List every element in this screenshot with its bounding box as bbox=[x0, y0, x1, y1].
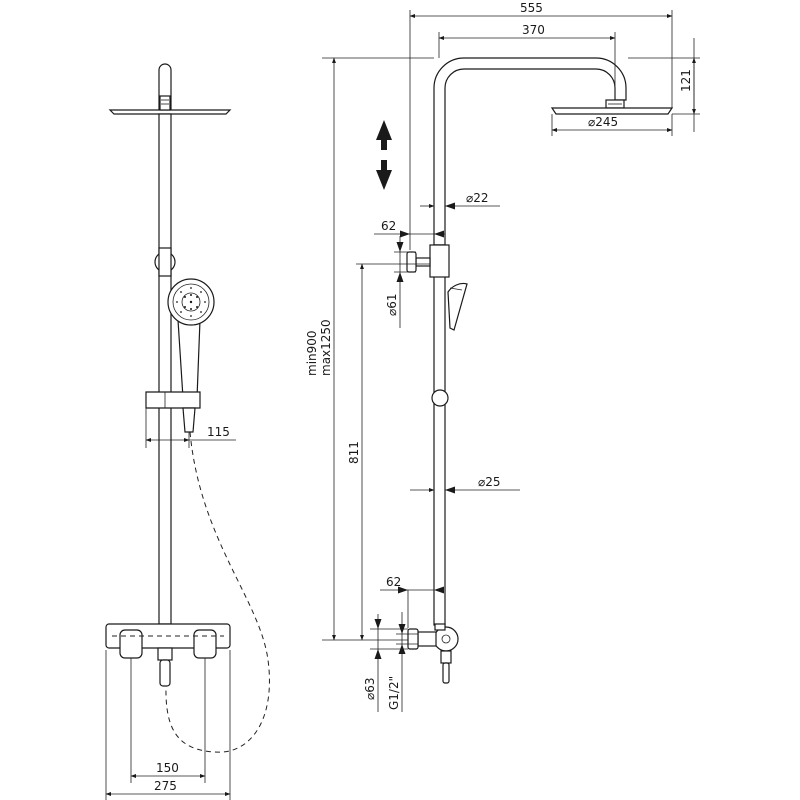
side-gooseneck-arm bbox=[433, 57, 627, 246]
dim-g12-label: G1/2" bbox=[387, 676, 401, 710]
dim-valve-total-width: 275 bbox=[105, 650, 231, 800]
dim-connection-thread: G1/2" bbox=[387, 612, 418, 712]
front-overhead-shower bbox=[108, 95, 232, 115]
side-hand-shower bbox=[447, 282, 468, 331]
dim-62-lower-label: 62 bbox=[386, 575, 401, 589]
dim-valve-center-spacing: 150 bbox=[130, 658, 206, 783]
dim-valve-knob-diameter: ⌀63 bbox=[363, 614, 408, 712]
front-thermostat-valve bbox=[105, 623, 231, 687]
front-upper-slider bbox=[154, 247, 176, 277]
side-overhead-shower bbox=[550, 107, 674, 115]
dim-150-label: 150 bbox=[156, 761, 179, 775]
side-view: 555 370 121 ⌀245 ⌀22 bbox=[305, 1, 700, 712]
dim-head-drop: 121 bbox=[628, 38, 700, 132]
dim-245-label: ⌀245 bbox=[588, 115, 618, 129]
dim-hand-shower-offset: 115 bbox=[145, 408, 236, 448]
dim-811-label: 811 bbox=[347, 441, 361, 464]
slide-direction-arrow-icon bbox=[376, 120, 392, 190]
dim-63-label: ⌀63 bbox=[363, 678, 377, 701]
dim-25-label: ⌀25 bbox=[478, 475, 501, 489]
dim-61-label: ⌀61 bbox=[385, 294, 399, 317]
dim-370-label: 370 bbox=[522, 23, 545, 37]
side-holder-knob bbox=[431, 389, 449, 407]
dim-min900-label: min900 bbox=[305, 330, 319, 376]
dim-115-label: 115 bbox=[207, 425, 230, 439]
dim-22-label: ⌀22 bbox=[466, 191, 489, 205]
dim-555-label: 555 bbox=[520, 1, 543, 15]
dim-lower-wall-offset: 62 bbox=[380, 575, 444, 628]
front-shower-hose bbox=[165, 431, 270, 753]
dim-upper-wall-offset: 62 bbox=[374, 219, 445, 238]
dim-275-label: 275 bbox=[154, 779, 177, 793]
dim-62-upper-label: 62 bbox=[381, 219, 396, 233]
dim-upper-pipe-diameter: ⌀22 bbox=[420, 191, 500, 210]
dim-overall-arm-reach: 555 bbox=[409, 1, 673, 250]
side-main-pipe bbox=[433, 244, 446, 626]
dim-slider-knob-diameter: ⌀61 bbox=[385, 236, 416, 328]
front-view: 115 150 275 bbox=[105, 63, 270, 800]
side-head-connector bbox=[605, 99, 625, 109]
dim-max1250-label: max1250 bbox=[319, 319, 333, 376]
dim-head-diameter: ⌀245 bbox=[551, 114, 673, 136]
front-main-rail bbox=[158, 113, 172, 625]
side-thermostat-valve bbox=[407, 623, 459, 684]
dim-rail-height: 811 bbox=[347, 263, 430, 641]
dim-lower-pipe-diameter: ⌀25 bbox=[410, 475, 520, 494]
side-upper-slider bbox=[406, 244, 450, 278]
dim-height-range: min900 max1250 bbox=[305, 57, 434, 641]
dim-121-label: 121 bbox=[679, 69, 693, 92]
front-hand-shower-holder bbox=[145, 391, 201, 433]
front-hand-shower bbox=[167, 278, 215, 399]
dim-arm-length: 370 bbox=[438, 23, 616, 100]
